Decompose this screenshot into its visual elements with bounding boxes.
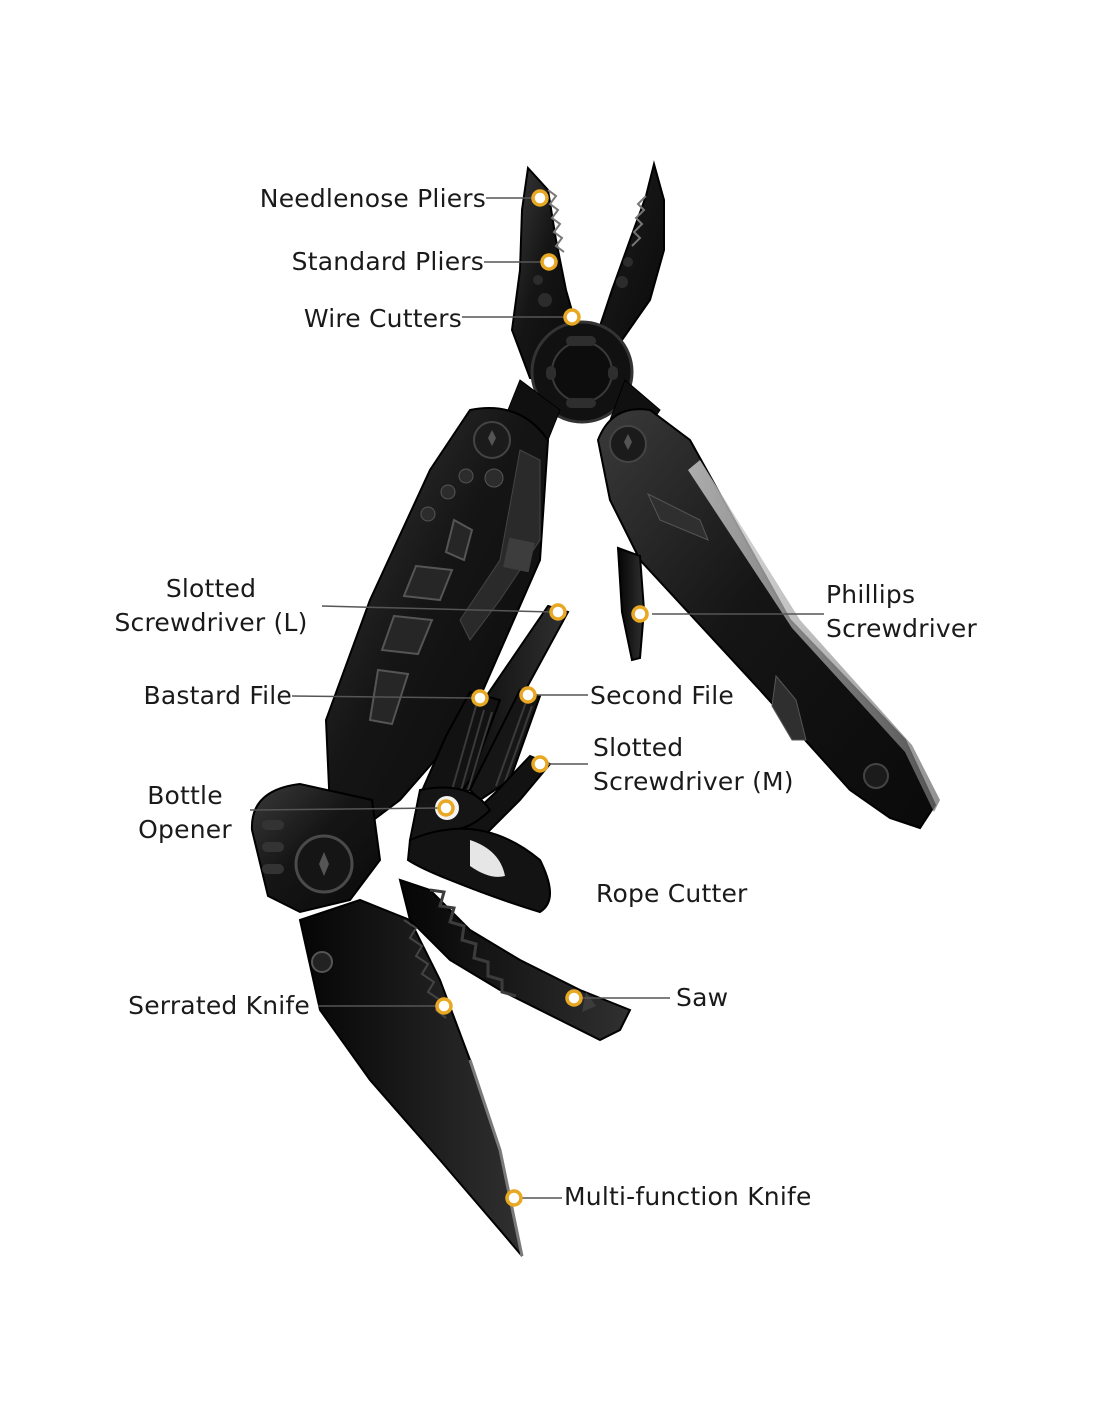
left-handle	[250, 407, 550, 914]
marker-second-file	[519, 686, 537, 704]
marker-bastard-file	[471, 689, 489, 707]
label-slotted-screwdriver-m: Slotted Screwdriver (M)	[593, 731, 833, 799]
label-line: Bottle	[147, 781, 223, 810]
label-line: Opener	[138, 815, 232, 844]
leader-lines	[249, 197, 824, 1199]
label-phillips-screwdriver: Phillips Screwdriver	[826, 578, 1026, 646]
label-serrated-knife: Serrated Knife	[128, 991, 310, 1020]
label-line: Phillips	[826, 580, 916, 609]
marker-serrated-knife	[435, 997, 453, 1015]
label-wire-cutters: Wire Cutters	[303, 304, 462, 333]
fan-tools	[406, 604, 570, 914]
label-line: Slotted	[593, 733, 684, 762]
label-second-file: Second File	[590, 681, 734, 710]
knife-blade	[298, 898, 524, 1257]
label-line: Screwdriver (L)	[114, 608, 308, 637]
label-bottle-opener: Bottle Opener	[120, 779, 250, 847]
label-line: Slotted	[165, 574, 257, 603]
marker-slotted-screwdriver-l	[549, 603, 567, 621]
label-slotted-screwdriver-l: Slotted Screwdriver (L)	[100, 572, 322, 640]
label-multi-function-knife: Multi-function Knife	[564, 1182, 812, 1211]
marker-standard-pliers	[540, 253, 558, 271]
label-line: Screwdriver (M)	[593, 767, 794, 796]
right-handle	[596, 408, 940, 830]
marker-phillips-screwdriver	[631, 605, 649, 623]
marker-slotted-screwdriver-m	[531, 755, 549, 773]
label-standard-pliers: Standard Pliers	[291, 247, 484, 276]
marker-bottle-opener	[437, 799, 455, 817]
marker-multi-function-knife	[505, 1189, 523, 1207]
marker-saw	[565, 989, 583, 1007]
phillips-bit	[616, 546, 646, 662]
marker-wire-cutters	[563, 308, 581, 326]
marker-needlenose-pliers	[531, 189, 549, 207]
label-line: Screwdriver	[826, 614, 977, 643]
right-jaw	[598, 160, 665, 342]
label-needlenose-pliers: Needlenose Pliers	[259, 184, 486, 213]
label-bastard-file: Bastard File	[143, 681, 292, 710]
label-rope-cutter: Rope Cutter	[596, 879, 748, 908]
label-saw: Saw	[676, 983, 729, 1012]
callout-markers	[435, 189, 649, 1207]
